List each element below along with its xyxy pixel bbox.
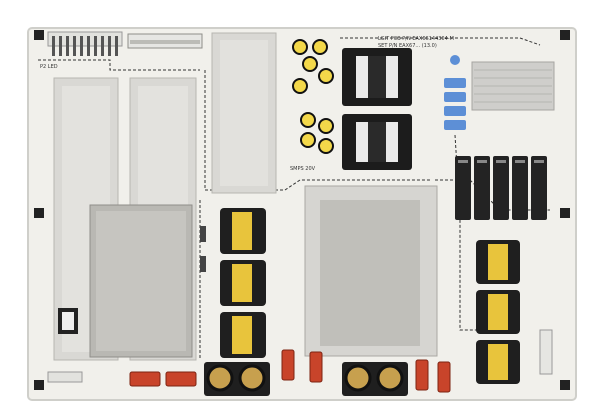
connector-top-mid [127, 33, 203, 49]
mounting-holes [34, 30, 570, 390]
silk-left-label: P2 LED [40, 64, 58, 70]
silk-text-2: SET P/N EAX67... (13.0) [378, 43, 437, 49]
toroid-chokes [204, 362, 408, 396]
pin-header-left [47, 31, 123, 56]
heatsink-plate-left [89, 204, 193, 358]
capacitor-bank [455, 156, 547, 220]
blue-components [444, 55, 466, 130]
transformer-top-1 [342, 48, 412, 106]
red-components [129, 349, 451, 393]
inductor-column-top [292, 39, 334, 154]
transformer-top-2 [342, 114, 412, 170]
silk-mid-label: SMPS 20V [290, 166, 316, 172]
small-parts [47, 226, 553, 383]
transformer-column-left [220, 208, 266, 358]
transformer-column-right [476, 240, 520, 384]
heatsink-top-center [211, 32, 277, 194]
silkscreen-text: LGIT PCB P/N EAX66144304-M SET P/N EAX67… [40, 36, 454, 172]
heatsink-center [304, 185, 438, 357]
silk-text-1: LGIT PCB P/N EAX66144304-M [378, 36, 454, 42]
heatsink-top-right [471, 61, 555, 111]
